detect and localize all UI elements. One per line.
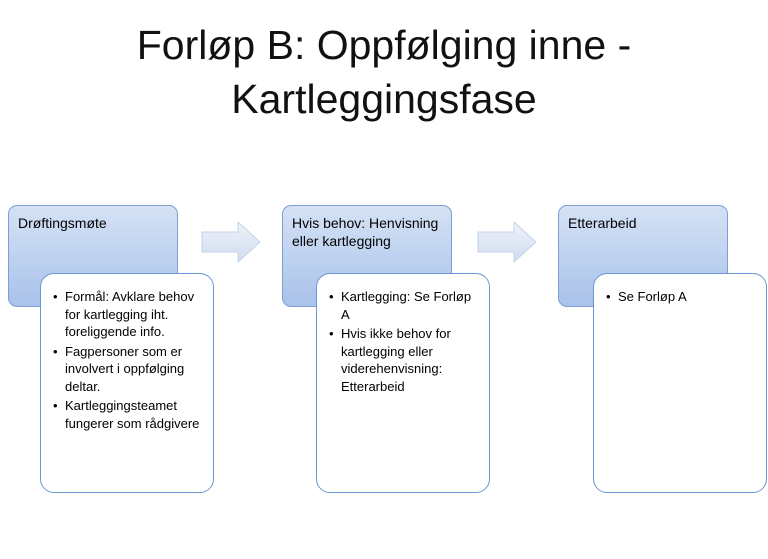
step-1-heading: Drøftingsmøte <box>18 215 107 231</box>
step-2-bullet-2: Hvis ikke behov for kartlegging eller vi… <box>329 325 479 395</box>
step-2-bullet-list: Kartlegging: Se Forløp A Hvis ikke behov… <box>329 288 479 395</box>
step-1-bullet-2: Fagpersoner som er involvert i oppfølgin… <box>53 343 203 396</box>
right-arrow-icon <box>201 220 261 264</box>
step-3-bullet-1: Se Forløp A <box>606 288 756 306</box>
step-1-bullet-1: Formål: Avklare behov for kartlegging ih… <box>53 288 203 341</box>
slide-title: Forløp B: Oppfølging inne - Kartleggings… <box>0 18 768 126</box>
title-line-2: Kartleggingsfase <box>231 76 537 122</box>
step-3-bullet-list: Se Forløp A <box>606 288 756 306</box>
step-1-detail-box: Formål: Avklare behov for kartlegging ih… <box>40 273 214 493</box>
step-1-bullet-list: Formål: Avklare behov for kartlegging ih… <box>53 288 203 432</box>
step-2-bullet-1: Kartlegging: Se Forløp A <box>329 288 479 323</box>
title-line-1: Forløp B: Oppfølging inne - <box>136 22 632 68</box>
step-3-heading: Etterarbeid <box>568 215 637 231</box>
step-3-detail-box: Se Forløp A <box>593 273 767 493</box>
step-2-detail-box: Kartlegging: Se Forløp A Hvis ikke behov… <box>316 273 490 493</box>
step-2-heading: Hvis behov: Henvisning eller kartlegging <box>292 215 439 249</box>
step-1-bullet-3: Kartleggingsteamet fungerer som rådgiver… <box>53 397 203 432</box>
right-arrow-icon <box>477 220 537 264</box>
